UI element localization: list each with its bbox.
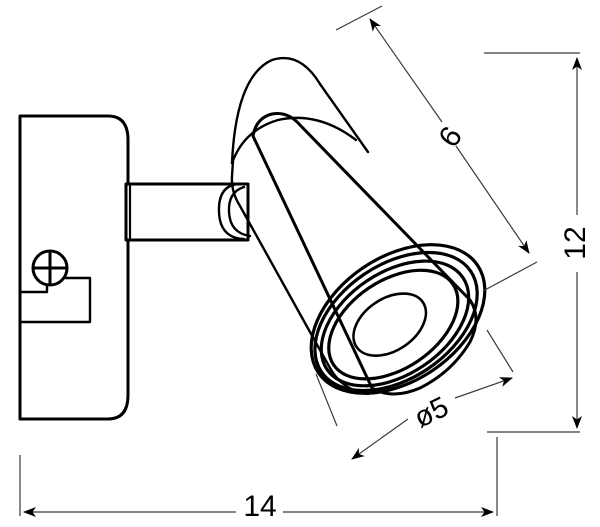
dim-d5-line-right <box>454 377 513 399</box>
lens-assembly <box>309 243 487 395</box>
dim-6-line-a <box>369 18 443 123</box>
dim-12-label: 12 <box>559 226 592 259</box>
dimension-overall-depth: 14 <box>19 437 498 523</box>
dim-d5-label: ø5 <box>409 391 453 435</box>
dim-14-label: 14 <box>243 490 276 523</box>
dim-d5-line-left <box>351 418 409 460</box>
plate-step-detail <box>18 276 92 324</box>
dim-6-label: 6 <box>432 121 469 154</box>
swivel-joint <box>217 182 246 241</box>
rear-cap-outer <box>230 56 370 165</box>
dim-d5-ext-right <box>486 329 514 373</box>
dim-6-ext-upper <box>335 5 383 31</box>
support-arm <box>124 182 250 242</box>
dimension-overall-height: 12 <box>484 52 592 433</box>
lens-ring-outer-2 <box>313 250 479 393</box>
dim-6-line-b <box>455 145 530 254</box>
product-geometry <box>18 56 487 421</box>
lens-ring-mid-2 <box>327 268 460 381</box>
swivel-joint-inner <box>227 185 252 238</box>
dim-d5-ext-left <box>315 373 338 427</box>
wall-mounting-plate <box>18 114 130 421</box>
lens-ring-mid-1 <box>319 259 471 388</box>
lens-ring-inner <box>352 292 428 357</box>
dim-6-ext-lower <box>482 261 538 292</box>
rear-cap-seam <box>230 116 358 165</box>
